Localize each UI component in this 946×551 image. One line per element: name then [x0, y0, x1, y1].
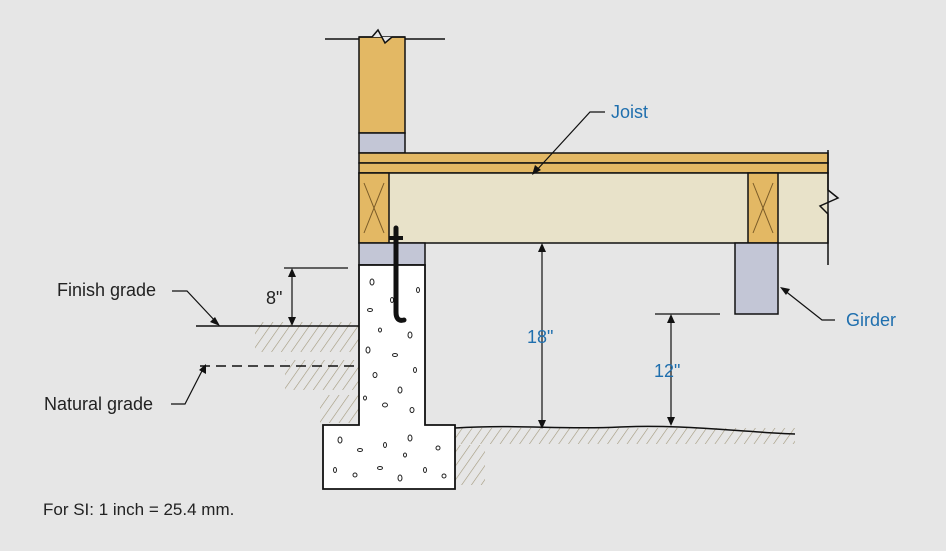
girder-block [747, 172, 779, 244]
dimension-8in [284, 267, 348, 326]
leader-lines [171, 111, 835, 405]
natural-grade-label: Natural grade [44, 394, 153, 414]
concrete-aggregate [333, 278, 447, 482]
joist-label: Joist [611, 102, 648, 122]
break-line [818, 150, 840, 265]
wall-stud [325, 28, 445, 154]
finish-grade-label: Finish grade [57, 280, 156, 300]
rim-joist [358, 172, 390, 244]
soil-hatching [255, 322, 795, 485]
girder-label: Girder [846, 310, 896, 330]
concrete-foundation [322, 264, 456, 490]
dimension-18in-label: 18" [527, 327, 553, 347]
girder-post [734, 242, 779, 315]
dimension-12in [655, 313, 720, 426]
dimension-12in-label: 12" [654, 361, 680, 381]
dimension-8in-label: 8" [266, 288, 282, 308]
si-footnote: For SI: 1 inch = 25.4 mm. [43, 500, 234, 519]
anchor-bolt [393, 225, 407, 323]
subfloor [358, 152, 829, 174]
sill-gasket [358, 242, 426, 266]
dimension-18in [538, 243, 546, 429]
ground-line [454, 425, 796, 435]
